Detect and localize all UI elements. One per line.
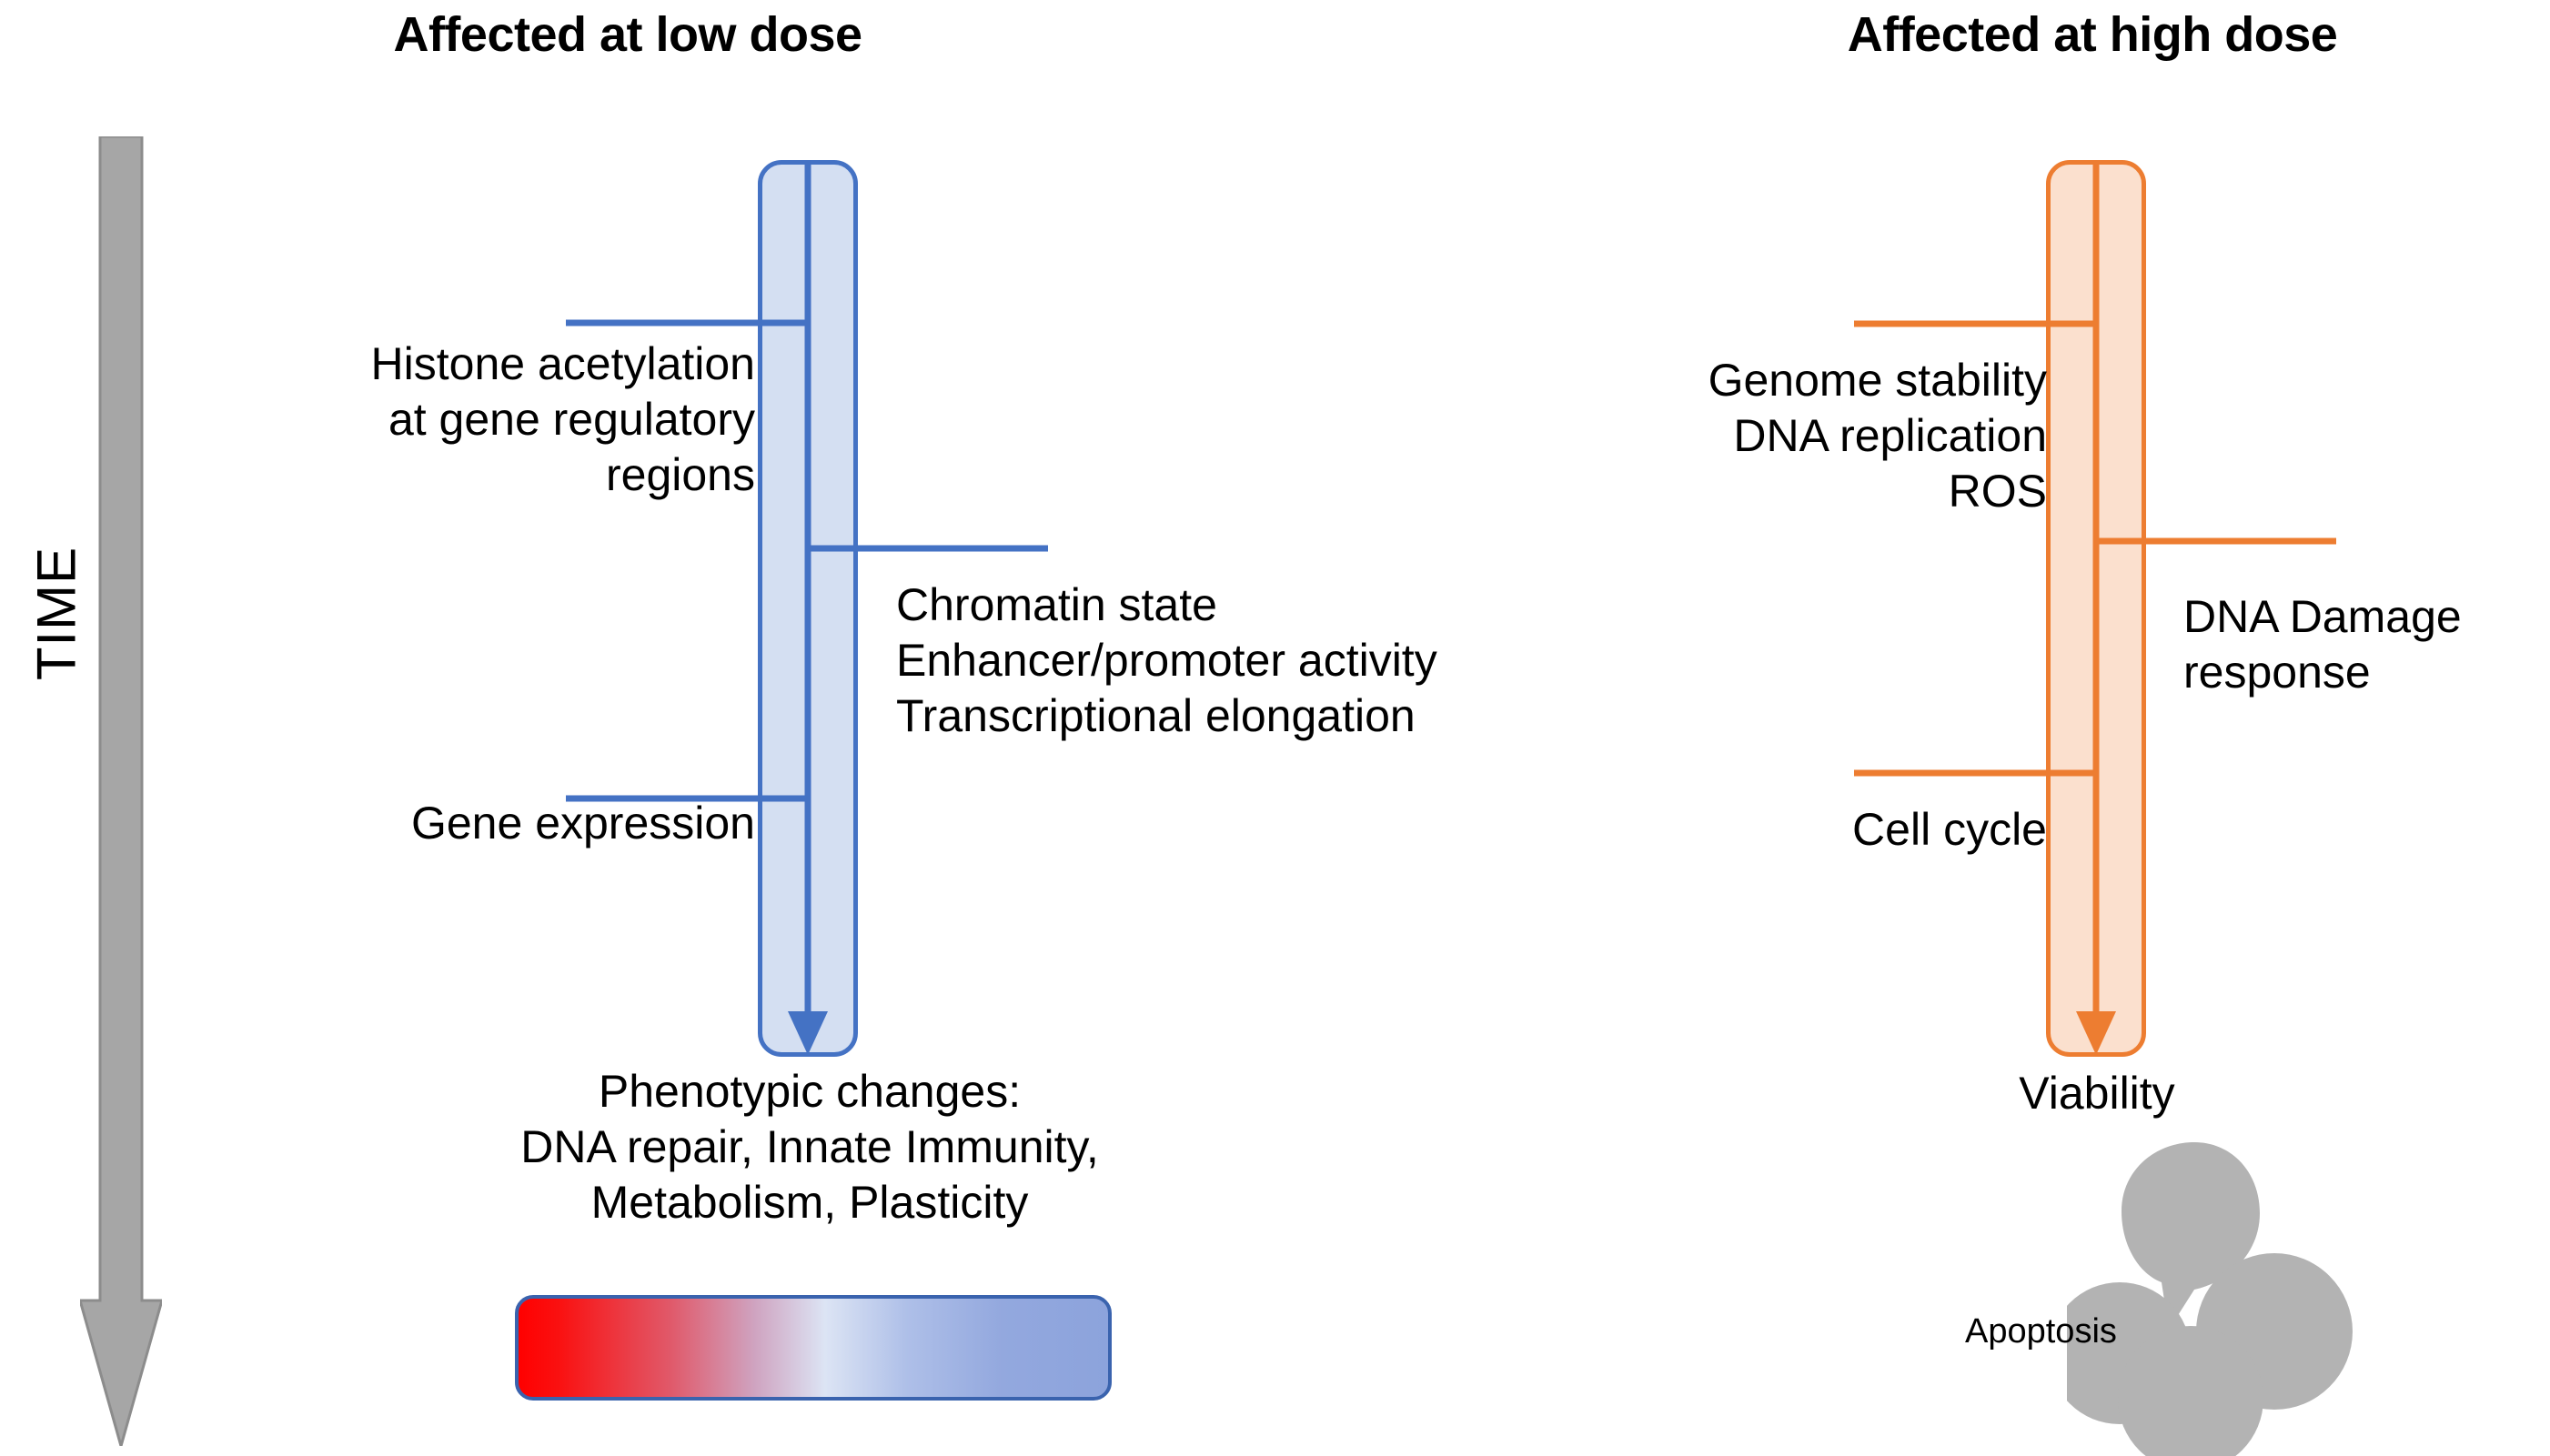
low-dose-mid-label: Chromatin state Enhancer/promoter activi… [896,579,1437,741]
apoptotic-bodies-icon [2067,1142,2353,1456]
low-dose-column-title: Affected at low dose [393,7,862,62]
high-dose-column-title: Affected at high dose [1847,7,2338,62]
low-dose-outcome-label: Phenotypic changes: DNA repair, Innate I… [520,1066,1099,1228]
high-dose-track-axis [1854,160,2336,1055]
low-dose-early-label: Histone acetylation at gene regulatory r… [370,338,755,500]
high-dose-early-label: Genome stability DNA replication ROS [1708,355,2047,517]
high-dose-mid-label: DNA Damage response [2183,591,2462,698]
low-dose-late-label: Gene expression [410,798,755,848]
high-dose-late-label: Cell cycle [1852,804,2047,855]
time-axis-label: TIME [25,546,87,681]
high-dose-outcome-label: Viability [2019,1068,2175,1119]
dose-gradient-icon [515,1295,1112,1401]
apoptosis-label: Apoptosis [1965,1312,2117,1351]
time-arrow-icon [80,136,162,1446]
low-dose-track-axis [566,160,1048,1055]
